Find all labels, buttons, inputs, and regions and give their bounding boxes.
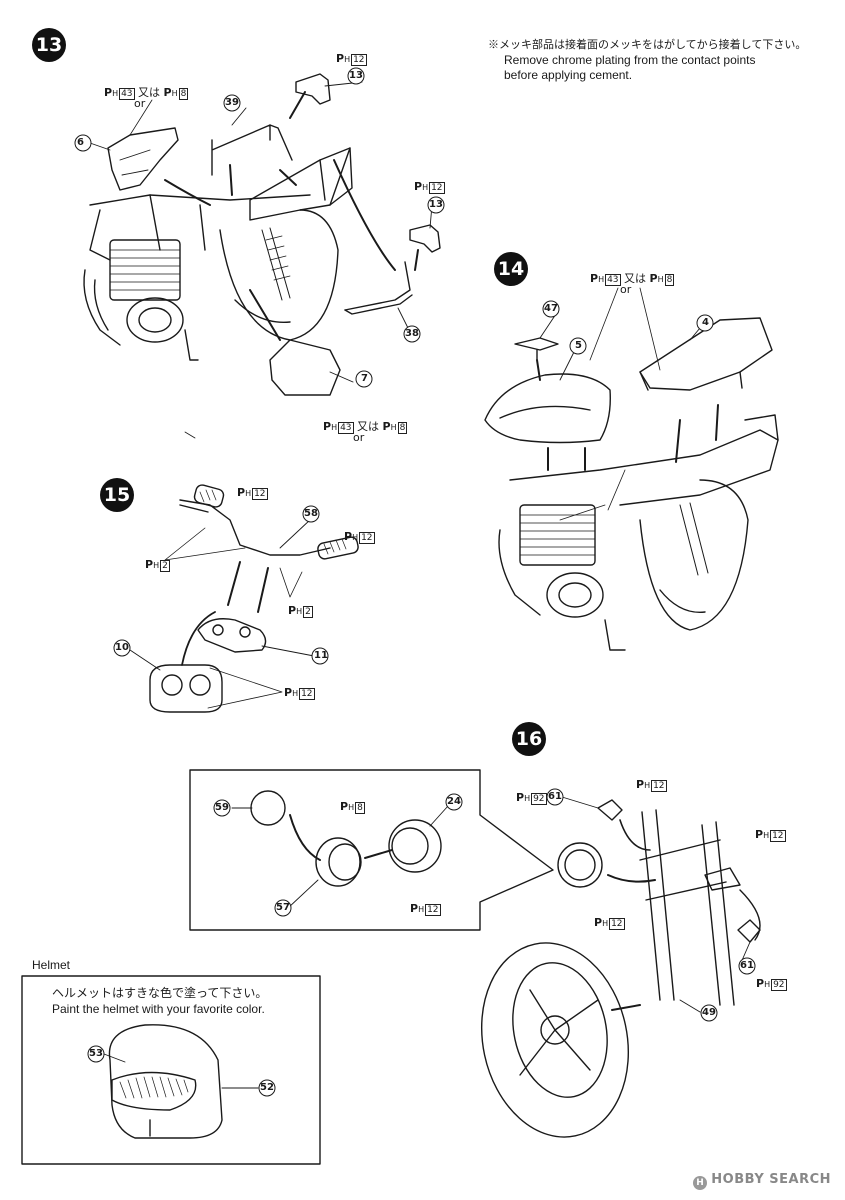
part-47-label: 47 — [544, 303, 558, 314]
step-16-number: 16 — [512, 722, 546, 756]
helmet-note-en: Paint the helmet with your favorite colo… — [52, 1002, 265, 1016]
part-49-label: 49 — [702, 1007, 716, 1018]
watermark-text: HOBBY SEARCH — [711, 1172, 831, 1187]
step13-frame-drawing — [83, 73, 441, 396]
part-7-label: 7 — [361, 373, 368, 384]
part-24-label: 24 — [447, 796, 461, 807]
helmet-box — [21, 975, 321, 1165]
part-53-label: 53 — [89, 1048, 103, 1059]
step15-handlebar-drawing — [149, 484, 359, 713]
step-15-number: 15 — [100, 478, 134, 512]
part-52-label: 52 — [260, 1082, 274, 1093]
part-5-label: 5 — [575, 340, 582, 351]
headlight-detail-box — [189, 769, 554, 931]
watermark-logo-icon: H — [693, 1176, 708, 1190]
part-13-label-b: 13 — [429, 199, 443, 210]
part-61-label-a: 61 — [548, 791, 562, 802]
step16-front-fork-drawing — [480, 799, 761, 1138]
part-4-label: 4 — [702, 317, 709, 328]
step-14-number: 14 — [494, 252, 528, 286]
part-6-label: 6 — [77, 137, 84, 148]
part-58-label: 58 — [304, 508, 318, 519]
part-38-label: 38 — [405, 328, 419, 339]
helmet-note-jp: ヘルメットはすきな色で塗って下さい。 — [52, 986, 268, 1000]
chrome-note-en-line2: before applying cement. — [504, 68, 633, 82]
part-59-label: 59 — [215, 802, 229, 813]
part-10-label: 10 — [115, 642, 129, 653]
part-11-label: 11 — [314, 650, 328, 661]
chrome-note-en-line1: Remove chrome plating from the contact p… — [504, 53, 756, 67]
part-61-label-b: 61 — [740, 960, 754, 971]
step14-assembly-drawing — [484, 317, 779, 651]
part-39-label: 39 — [225, 97, 239, 108]
part-13-label-a: 13 — [349, 70, 363, 81]
chrome-note-jp: ※メッキ部品は接着面のメッキをはがしてから接着して下さい。 — [488, 39, 807, 51]
step-13-number: 13 — [32, 28, 66, 62]
part-57-label: 57 — [276, 902, 290, 913]
helmet-title: Helmet — [32, 958, 71, 972]
